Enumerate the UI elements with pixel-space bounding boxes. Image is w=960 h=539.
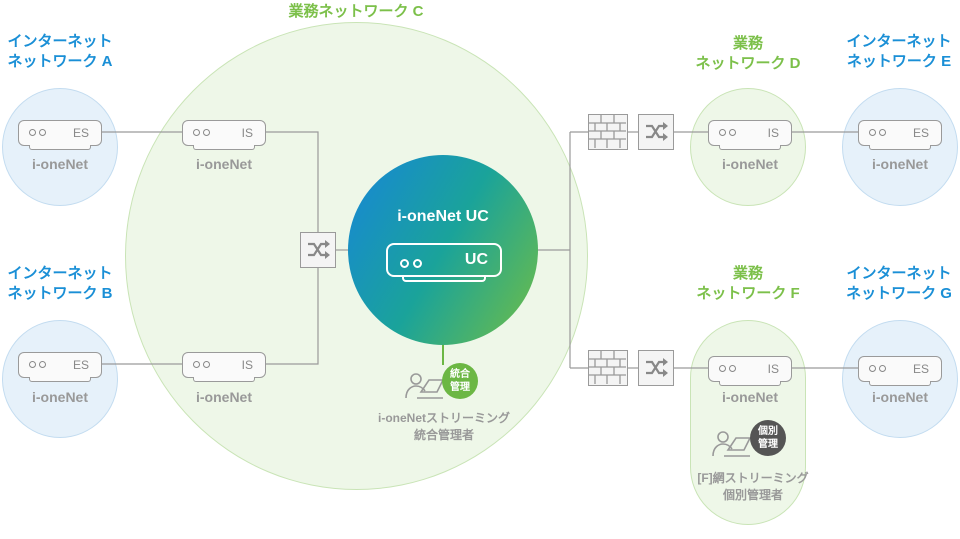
device-kind: IS <box>241 358 253 372</box>
uc-title: i-oneNet UC <box>397 208 489 225</box>
brick-wall-icon <box>589 351 626 384</box>
internet-network-a-title: インターネット ネットワーク A <box>0 32 120 72</box>
firewall-icon[interactable] <box>588 350 628 386</box>
internet-network-e-title-line1: インターネット <box>846 33 952 50</box>
es-device-g[interactable]: ES <box>858 356 942 386</box>
status-leds-icon <box>869 128 889 138</box>
device-kind: ES <box>72 126 89 140</box>
switch-icon[interactable] <box>638 114 674 150</box>
business-network-f-zone <box>690 320 806 525</box>
status-leds-icon <box>719 128 739 138</box>
device-kind: IS <box>241 126 253 140</box>
admin-laptop-icon <box>712 431 752 457</box>
is-device-f[interactable]: IS <box>708 356 792 386</box>
is-device-b-label: i-oneNet <box>196 389 252 405</box>
internet-network-g-title-line2: ネットワーク G <box>846 285 952 302</box>
internet-network-a-title-line1: インターネット <box>7 33 113 50</box>
internet-network-e-title: インターネット ネットワーク E <box>838 32 960 72</box>
shuffle-icon <box>646 358 668 377</box>
switch-icon[interactable] <box>300 232 336 268</box>
es-device-a[interactable]: ES <box>18 120 102 150</box>
badge-line1: 個別 <box>758 426 778 437</box>
device-kind: ES <box>72 358 89 372</box>
business-network-f-title-line1: 業務 <box>732 265 763 282</box>
switch-icon[interactable] <box>638 350 674 386</box>
shuffle-icon <box>308 240 330 259</box>
business-network-f-title-line2: ネットワーク F <box>696 285 800 302</box>
business-network-d-title-line2: ネットワーク D <box>695 55 801 72</box>
status-leds-icon <box>193 360 213 370</box>
caption-line2: 個別管理者 <box>722 488 783 502</box>
internet-network-a-title-line2: ネットワーク A <box>7 53 113 70</box>
internet-network-b-title: インターネット ネットワーク B <box>0 264 120 304</box>
business-network-f-title: 業務 ネットワーク F <box>688 264 808 304</box>
brick-wall-icon <box>589 115 626 148</box>
is-device-d-label: i-oneNet <box>722 156 778 172</box>
device-kind: ES <box>912 126 929 140</box>
internet-network-b-title-line2: ネットワーク B <box>7 285 113 302</box>
internet-network-b-title-line1: インターネット <box>7 265 113 282</box>
internet-network-e-title-line2: ネットワーク E <box>846 53 952 70</box>
status-leds-icon <box>29 360 49 370</box>
individual-management-badge: 個別 管理 <box>750 420 786 456</box>
individual-admin-caption: [F]網ストリーミング 個別管理者 <box>688 470 818 504</box>
business-network-c-title: 業務ネットワーク C <box>288 3 424 20</box>
uc-device-kind: UC <box>464 251 488 268</box>
badge-line2: 管理 <box>450 382 470 393</box>
business-network-d-title-line1: 業務 <box>732 35 763 52</box>
business-network-d-title: 業務 ネットワーク D <box>688 34 808 74</box>
device-kind: IS <box>767 126 779 140</box>
is-device-b[interactable]: IS <box>182 352 266 382</box>
status-leds-icon <box>193 128 213 138</box>
es-device-b[interactable]: ES <box>18 352 102 382</box>
is-device-a-label: i-oneNet <box>196 156 252 172</box>
es-device-e-label: i-oneNet <box>872 156 928 172</box>
badge-line1: 統合 <box>450 369 470 380</box>
badge-line2: 管理 <box>758 439 778 450</box>
uc-hub[interactable]: i-oneNet UC UC <box>348 155 538 345</box>
es-device-b-label: i-oneNet <box>32 389 88 405</box>
es-device-g-label: i-oneNet <box>872 389 928 405</box>
caption-line2: 統合管理者 <box>413 428 474 442</box>
uc-device: UC <box>386 243 502 282</box>
firewall-icon[interactable] <box>588 114 628 150</box>
is-device-a[interactable]: IS <box>182 120 266 150</box>
caption-line1: [F]網ストリーミング <box>697 471 809 485</box>
status-leds-icon <box>29 128 49 138</box>
device-kind: IS <box>767 362 779 376</box>
is-device-d[interactable]: IS <box>708 120 792 150</box>
caption-line1: i-oneNetストリーミング <box>377 411 510 425</box>
es-device-a-label: i-oneNet <box>32 156 88 172</box>
status-leds-icon <box>869 364 889 374</box>
es-device-e[interactable]: ES <box>858 120 942 150</box>
admin-laptop-icon <box>405 373 445 399</box>
status-leds-icon <box>719 364 739 374</box>
device-kind: ES <box>912 362 929 376</box>
integrated-management-badge: 統合 管理 <box>442 363 478 399</box>
integrated-admin-caption: i-oneNetストリーミング 統合管理者 <box>344 410 544 444</box>
is-device-f-label: i-oneNet <box>722 389 778 405</box>
internet-network-g-title-line1: インターネット <box>846 265 952 282</box>
internet-network-g-title: インターネット ネットワーク G <box>838 264 960 304</box>
shuffle-icon <box>646 122 668 141</box>
status-leds-icon <box>400 255 426 273</box>
